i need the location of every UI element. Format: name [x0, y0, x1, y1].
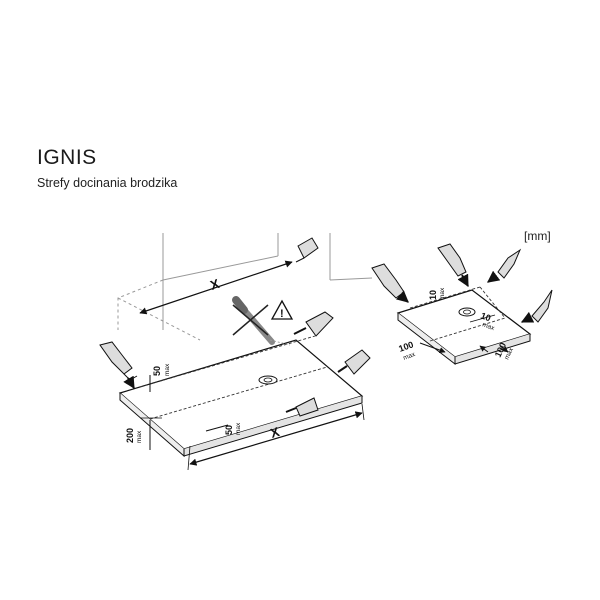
page-subtitle: Strefy docinania brodzika [37, 176, 178, 190]
dimension-100-left-max: max [402, 351, 417, 362]
prohibited-cut-icon [232, 296, 291, 346]
dimension-x-top-label: X [208, 276, 221, 293]
units-label: [mm] [524, 229, 551, 243]
left-figure: X X 50 max 50 [99, 233, 373, 471]
hand-tool-icon [487, 248, 522, 283]
dimension-10-side-label: 10 [428, 290, 438, 300]
right-figure: 10 max 10 max 100 max 100 max [371, 243, 553, 366]
dimension-200-max: max [136, 430, 143, 443]
dimension-50-bottom-label: 50 [224, 425, 234, 435]
dimension-10-side-max: max [439, 287, 446, 300]
hand-tool-icon [371, 263, 409, 303]
page-title: IGNIS [37, 146, 97, 169]
dimension-50-side-label: 50 [152, 366, 162, 376]
hand-tool-icon [437, 243, 469, 288]
dimension-200: 200 max [125, 417, 162, 450]
dimension-10-top-max: max [481, 321, 496, 332]
drain-icon [258, 375, 278, 385]
dimension-100-right: 100 max [479, 341, 515, 361]
dimension-10-top-label: 10 [479, 310, 492, 323]
dimension-50-side-max: max [164, 363, 171, 376]
dimension-50-side: 50 max [149, 363, 171, 392]
dimension-200-label: 200 [125, 428, 135, 443]
dimension-100-right-max: max [503, 346, 515, 361]
hand-tool-icon [293, 311, 334, 337]
dimension-50-bottom: 50 max [205, 422, 242, 435]
large-shower-tray [118, 335, 364, 458]
dimension-10-top: 10 max [469, 310, 496, 332]
hand-tool-icon [520, 289, 553, 323]
hand-tool-icon [285, 397, 319, 417]
hand-tool-icon [337, 349, 371, 375]
dimension-50-bottom-max: max [235, 422, 242, 435]
drain-icon [458, 307, 476, 317]
hand-tool-icon [295, 237, 319, 263]
dimension-100-left-label: 100 [397, 339, 415, 354]
dimension-100-left: 100 max [397, 339, 446, 362]
warning-symbol: ! [280, 308, 284, 320]
hand-tool-icon [99, 341, 138, 390]
dimension-10-side: 10 max [428, 287, 446, 300]
warning-icon: ! [270, 299, 294, 320]
